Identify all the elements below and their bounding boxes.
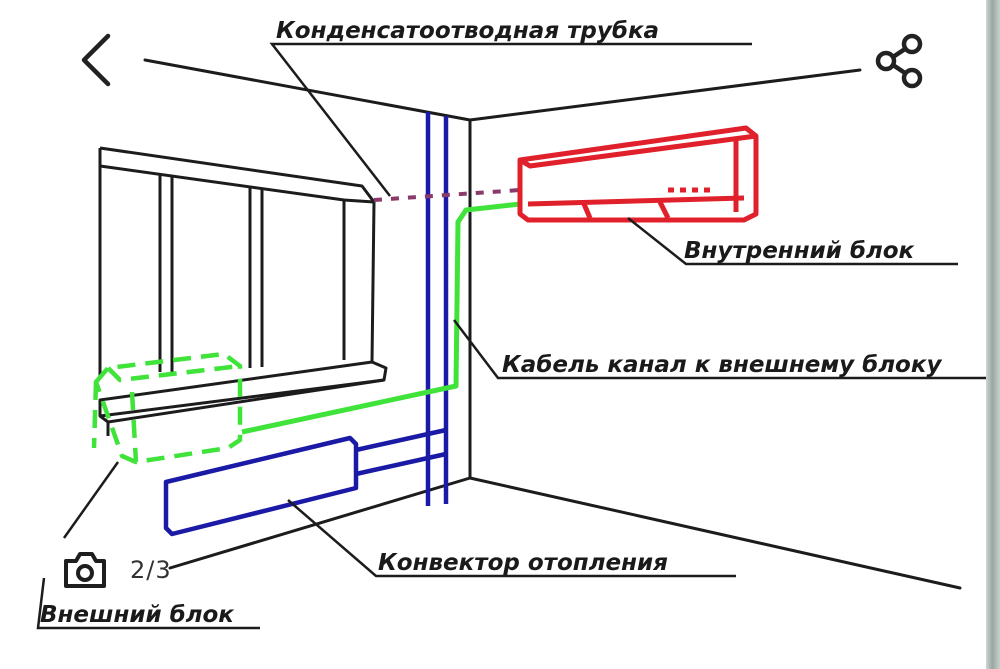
window xyxy=(98,146,388,436)
heating-convector xyxy=(163,435,359,537)
convector-feed-2 xyxy=(355,451,447,477)
window-sill xyxy=(98,360,388,424)
cable-channel-leader xyxy=(453,319,992,380)
indoor-unit-louver-line xyxy=(527,195,745,207)
window-right-outer xyxy=(370,201,376,363)
indoor-unit xyxy=(517,125,759,223)
label-indoor-unit: Внутренний блок xyxy=(684,238,916,264)
right-edge-strip xyxy=(986,0,1000,669)
photo-counter-text: 2/3 xyxy=(130,556,172,584)
indoor-unit-top-edge xyxy=(518,133,757,169)
convector-leader xyxy=(287,499,736,578)
outdoor-unit-outline xyxy=(91,351,243,465)
share-icon xyxy=(875,33,952,89)
leader-lines xyxy=(36,42,992,630)
floor-line-left xyxy=(168,476,472,570)
outdoor-unit-label-leader xyxy=(36,577,260,630)
cable-channel-line xyxy=(241,201,521,435)
ceiling-line-right xyxy=(468,68,862,122)
drain-pipe-line xyxy=(373,188,521,202)
label-cable-channel: Кабель канал к внешнему блоку xyxy=(502,352,942,378)
photo-counter-badge: 2/3 xyxy=(38,538,216,602)
label-outdoor-unit: Внешний блок xyxy=(40,602,235,628)
outdoor-unit-box xyxy=(93,351,243,465)
indoor-unit-louver-div-2 xyxy=(657,200,671,220)
outdoor-unit-side-edge xyxy=(91,381,99,449)
share-button[interactable] xyxy=(866,30,952,92)
outdoor-unit-front-edge xyxy=(129,391,139,463)
indoor-unit-louver-div-1 xyxy=(581,203,593,219)
back-button[interactable] xyxy=(70,28,126,92)
sill-edge xyxy=(99,378,385,418)
convector-feed-1 xyxy=(355,427,447,453)
room-outline xyxy=(143,58,962,590)
outdoor-unit-leader xyxy=(62,461,120,539)
heating-risers xyxy=(355,112,449,506)
label-drain-pipe: Конденсатоотводная трубка xyxy=(276,18,659,44)
chevron-left-icon xyxy=(81,33,111,87)
window-top-inner xyxy=(98,148,345,202)
indoor-unit-body xyxy=(517,125,759,223)
floor-line-right xyxy=(468,476,962,590)
indoor-unit-leader xyxy=(627,217,958,266)
camera-icon xyxy=(64,552,106,588)
label-convector: Конвектор отопления xyxy=(378,550,668,576)
drain-pipe-leader xyxy=(269,42,752,197)
outdoor-unit-top-edge xyxy=(106,363,241,383)
window-top-frame xyxy=(99,146,376,204)
